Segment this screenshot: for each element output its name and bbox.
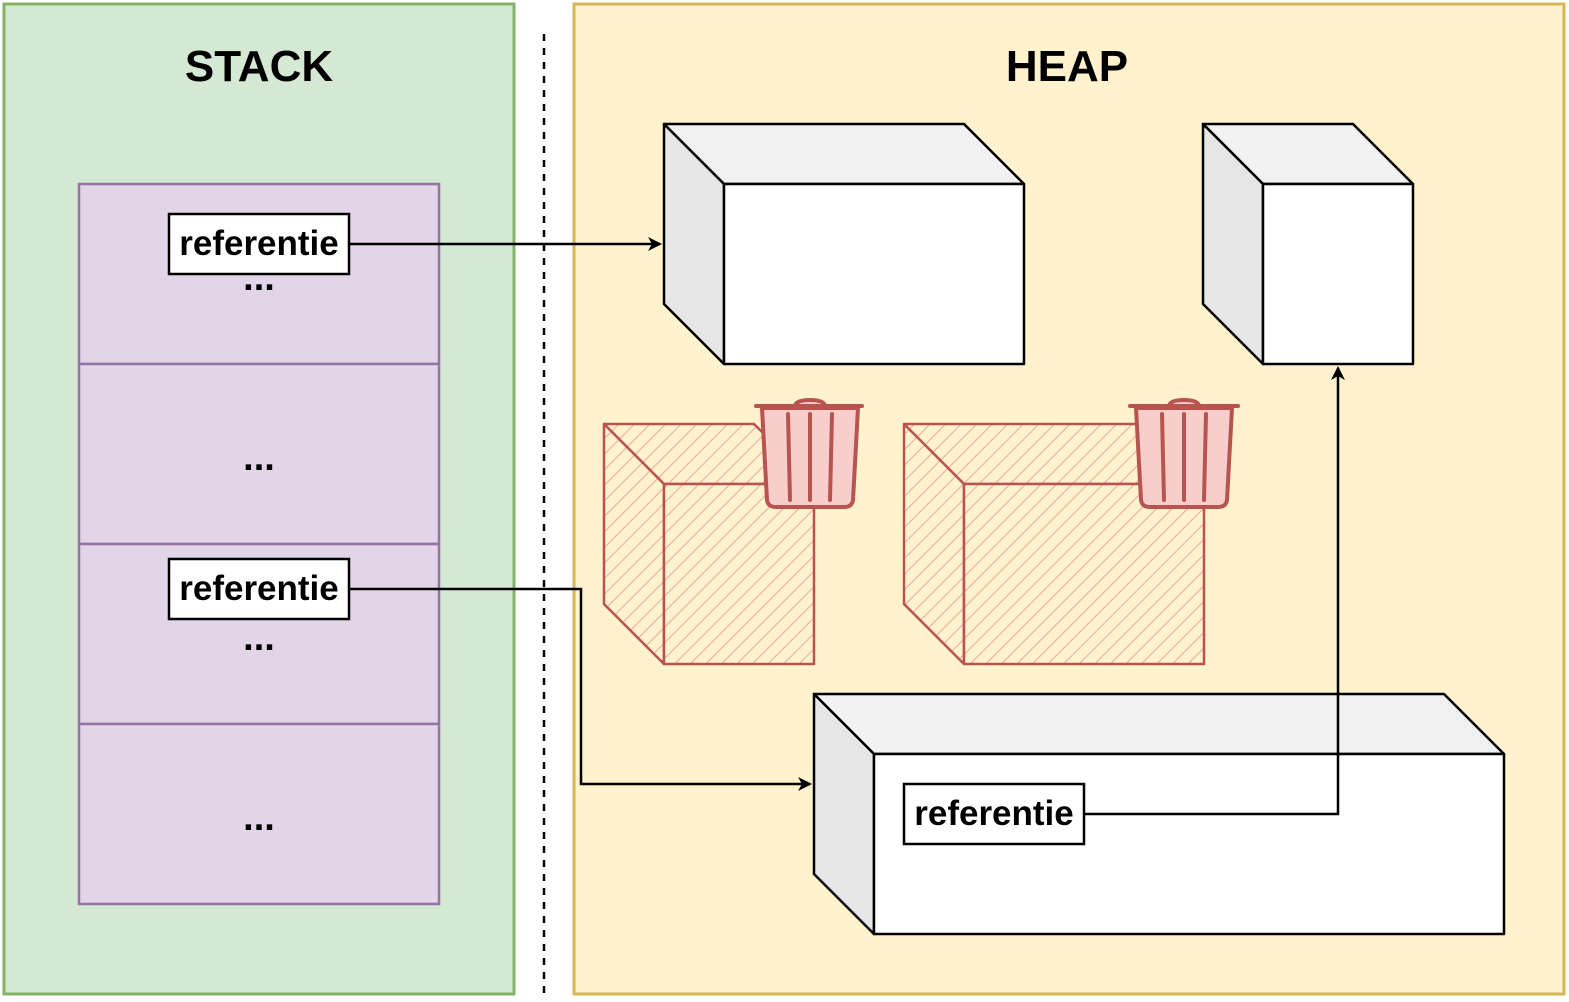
reference-label: referentie — [914, 794, 1074, 833]
stack-frame-ellipsis: ... — [243, 617, 275, 659]
stack-frame-ellipsis: ... — [243, 797, 275, 839]
stack-reference-box: referentie — [167, 212, 351, 276]
stack-frame — [77, 362, 441, 546]
trash-icon — [754, 398, 864, 509]
heap-object — [812, 692, 1506, 936]
heap-title: HEAP — [1006, 42, 1128, 91]
trash-icon — [1128, 398, 1240, 509]
stack-region: STACK ... ... ... ... referentie referen… — [2, 2, 516, 996]
garbage-object — [902, 422, 1206, 666]
reference-label: referentie — [179, 224, 339, 263]
reference-label: referentie — [179, 569, 339, 608]
heap-reference-box: referentie — [902, 782, 1086, 846]
reference-arrows — [349, 237, 1345, 816]
heap-region: HEAP — [572, 2, 1566, 996]
heap-object — [662, 122, 1026, 366]
garbage-object — [602, 422, 816, 666]
stack-frames: ... ... ... ... referentie referentie — [77, 182, 441, 906]
stack-title: STACK — [185, 42, 334, 91]
reference-arrow — [349, 587, 812, 791]
heap-object — [1201, 122, 1415, 366]
stack-frame — [77, 722, 441, 906]
reference-arrow — [1084, 366, 1345, 816]
stack-reference-box: referentie — [167, 557, 351, 621]
stack-frame-ellipsis: ... — [243, 437, 275, 479]
